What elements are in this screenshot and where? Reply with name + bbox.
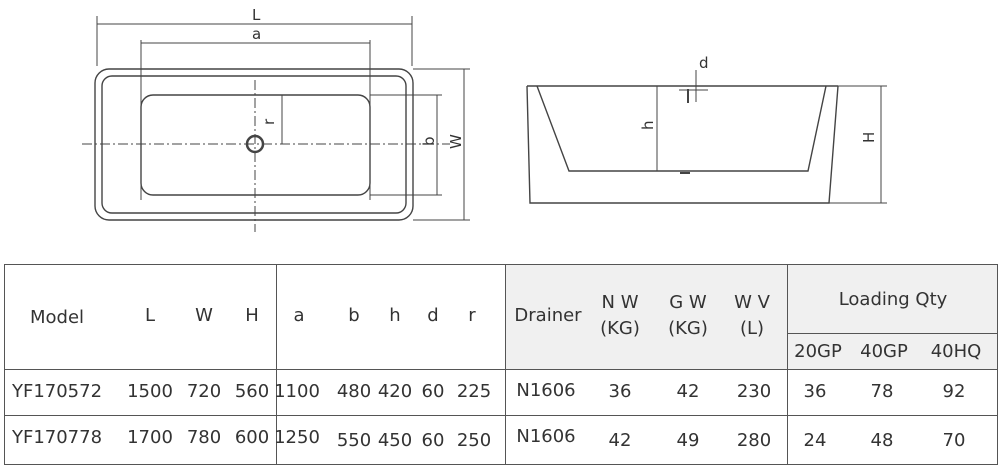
cell-a: 1250 [274,427,320,448]
header-d: d [427,304,439,326]
cell-40hq: 92 [942,381,966,402]
dimension-lines [82,16,470,232]
cell-r: 225 [456,381,492,402]
cell-20gp: 24 [803,430,827,451]
table-row: YF170572 1500 720 560 1100 480 420 60 22… [4,369,998,416]
cell-h: 420 [377,381,413,402]
header-H: H [245,304,259,326]
header-nw-unit: (KG) [600,317,640,339]
header-L: L [144,304,156,326]
cell-W: 780 [186,427,222,448]
table-subheader-row: 20GP 40GP 40HQ [5,333,998,370]
header-model: Model [29,306,85,328]
cell-20gp: 36 [803,381,827,402]
header-40hq: 40HQ [930,341,982,362]
cell-b: 480 [336,381,372,402]
table-header-row: Model L W H a b h d r Drainer N W (KG) G… [4,264,998,370]
label-r: r [260,118,278,125]
cell-L: 1500 [127,381,173,402]
label-W: W [447,134,465,149]
top-view: L a r b W [82,6,470,232]
header-gw: G W [669,291,707,313]
cell-b: 550 [336,430,372,451]
table-row: YF170778 1700 780 600 1250 550 450 60 25… [4,415,998,465]
label-h: h [639,120,657,130]
cell-r: 250 [456,430,492,451]
cell-model: YF170572 [11,381,103,402]
cell-model: YF170778 [11,427,103,448]
label-L: L [252,6,261,24]
spec-table: Model L W H a b h d r Drainer N W (KG) G… [4,264,998,465]
cell-40gp: 78 [870,381,894,402]
cell-d: 60 [421,381,445,402]
cell-40hq: 70 [942,430,966,451]
cell-d: 60 [421,430,445,451]
tub-outer-profile [526,85,839,204]
header-nw: N W [601,291,639,313]
cell-wv: 280 [736,430,772,451]
header-wv-unit: (L) [739,317,765,339]
header-40gp: 40GP [860,341,908,362]
cell-drainer: N1606 [516,380,576,401]
header-a: a [293,304,305,326]
header-h: h [389,304,401,326]
header-gw-unit: (KG) [668,317,708,339]
header-r: r [468,304,476,326]
header-W: W [195,304,213,326]
cell-40gp: 48 [870,430,894,451]
cell-gw: 42 [676,381,700,402]
cell-nw: 36 [608,381,632,402]
label-b: b [420,136,438,146]
cell-W: 720 [186,381,222,402]
cell-H: 560 [234,381,270,402]
cell-gw: 49 [676,430,700,451]
cell-H: 600 [234,427,270,448]
cell-nw: 42 [608,430,632,451]
label-d: d [699,54,709,72]
technical-drawing: L a r b W d h H [82,6,887,232]
tub-inner-profile [536,85,827,172]
cell-a: 1100 [274,381,320,402]
header-drainer: Drainer [514,304,582,326]
cell-L: 1700 [127,427,173,448]
side-view: d h H [526,54,887,204]
cell-h: 450 [377,430,413,451]
header-wv: W V [734,291,770,313]
cell-wv: 230 [736,381,772,402]
label-H: H [860,132,878,143]
header-b: b [348,304,360,326]
label-a: a [252,25,261,43]
header-loading-qty: Loading Qty [838,289,948,310]
header-20gp: 20GP [794,341,842,362]
